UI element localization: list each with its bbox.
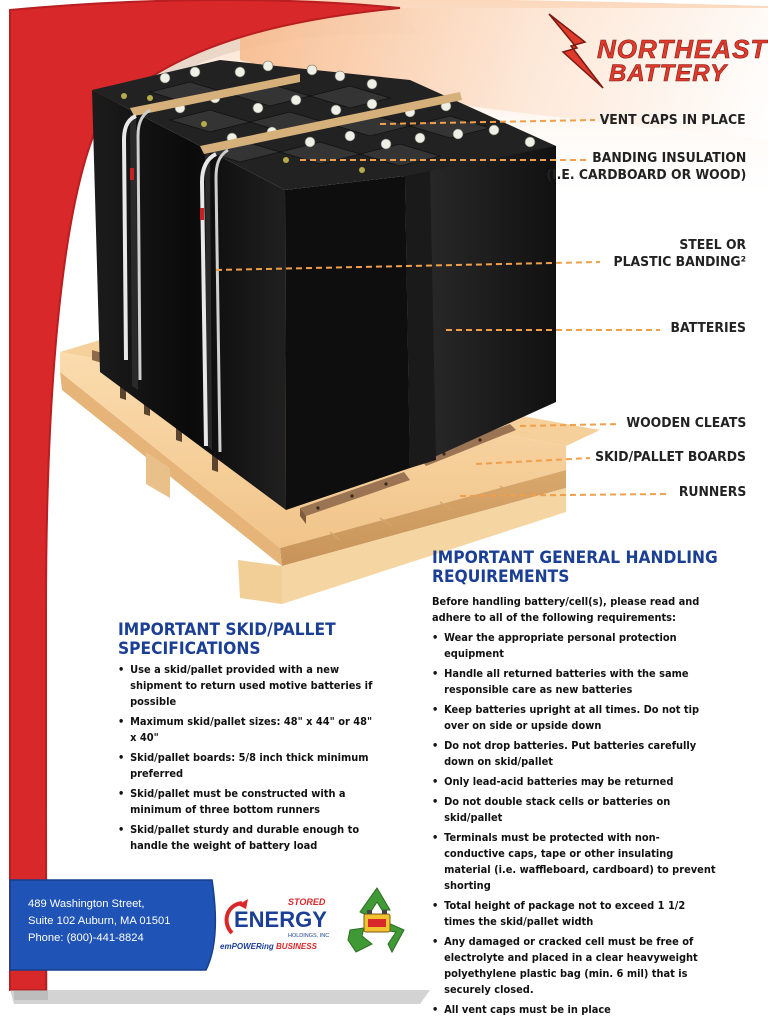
logo-text-northeast: NORTHEAST [597, 34, 768, 65]
callout-wooden-cleats: WOODEN CLEATS [626, 415, 746, 431]
list-item: Wear the appropriate personal protection… [432, 630, 717, 662]
list-item: Any damaged or cracked cell must be free… [432, 934, 717, 998]
stored-energy-logo: STORED ENERGY HOLDINGS, INC emPOWERing B… [220, 897, 329, 951]
callout-banding: STEEL OR PLASTIC BANDING² [613, 237, 746, 270]
list-item: Only lead-acid batteries may be returned [432, 774, 717, 790]
list-item: Total height of package not to exceed 1 … [432, 898, 717, 930]
list-item: Skid/pallet sturdy and durable enough to… [118, 822, 375, 854]
list-item: Handle all returned batteries with the s… [432, 666, 717, 698]
callout-runners: RUNNERS [678, 484, 746, 500]
svg-text:HOLDINGS, INC: HOLDINGS, INC [288, 933, 329, 939]
battery-pallet-illustration [60, 60, 669, 604]
svg-text:STORED: STORED [288, 897, 326, 907]
svg-text:emPOWERing BUSINESS: emPOWERing BUSINESS [220, 942, 318, 951]
handling-intro: Before handling battery/cell(s), please … [432, 596, 700, 624]
footer-address: 489 Washington Street, Suite 102 Auburn,… [28, 898, 171, 944]
lightning-bolt-icon [548, 13, 604, 89]
recycle-battery-icon [347, 887, 405, 954]
leader-lines [215, 119, 669, 497]
callout-batteries: BATTERIES [670, 320, 746, 336]
callout-pallet-boards: SKID/PALLET BOARDS [595, 449, 746, 465]
skid-list: Use a skid/pallet provided with a new sh… [118, 662, 375, 858]
batteries [92, 60, 556, 510]
list-item: Keep batteries upright at all times. Do … [432, 702, 717, 734]
handling-list: Wear the appropriate personal protection… [432, 630, 717, 1022]
list-item: All vent caps must be in place [432, 1002, 717, 1018]
callout-vent-caps: VENT CAPS IN PLACE [600, 112, 746, 128]
northeast-battery-logo: NORTHEAST BATTERY [545, 12, 767, 92]
svg-text:ENERGY: ENERGY [234, 907, 327, 932]
list-item: Do not double stack cells or batteries o… [432, 794, 717, 826]
logo-text-battery: BATTERY [609, 60, 728, 88]
skid-heading: IMPORTANT SKID/PALLET SPECIFICATIONS [118, 620, 336, 658]
handling-heading: IMPORTANT GENERAL HANDLING REQUIREMENTS [432, 548, 718, 586]
list-item: Skid/pallet boards: 5/8 inch thick minim… [118, 750, 375, 782]
list-item: Use a skid/pallet provided with a new sh… [118, 662, 375, 710]
list-item: Terminals must be protected with non-con… [432, 830, 717, 894]
list-item: Do not drop batteries. Put batteries car… [432, 738, 717, 770]
list-item: Skid/pallet must be constructed with a m… [118, 786, 375, 818]
callout-banding-insulation: BANDING INSULATION (I.E. CARDBOARD OR WO… [546, 150, 746, 183]
list-item: Maximum skid/pallet sizes: 48" x 44" or … [118, 714, 375, 746]
